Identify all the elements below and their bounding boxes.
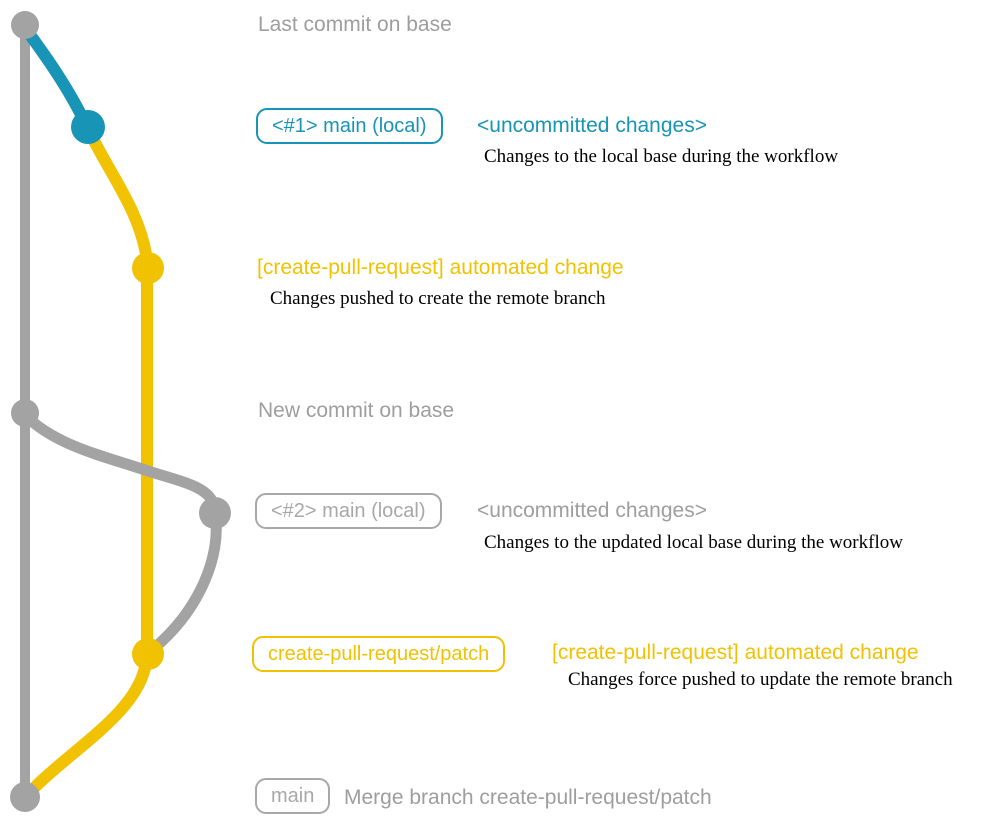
new-commit-on-base-label: New commit on base (258, 399, 455, 422)
merge-branch-label: Merge branch create-pull-request/patch (344, 786, 712, 809)
uncommitted-changes-1-title: <uncommitted changes> (477, 114, 707, 137)
commit-new-base (11, 399, 39, 427)
automated-change-1-title: [create-pull-request] automated change (257, 256, 624, 279)
uncommitted-changes-2-subtitle: Changes to the updated local base during… (484, 532, 903, 553)
local-change-1-edge (19, 22, 93, 133)
branch-badge-main-local-1: <#1> main (local) (256, 108, 443, 144)
automated-change-1-subtitle: Changes pushed to create the remote bran… (270, 288, 606, 309)
branch-badge-main: main (255, 778, 331, 814)
last-commit-on-base-label: Last commit on base (258, 13, 452, 36)
commit-merge (10, 782, 40, 812)
commit-automated-1 (132, 252, 164, 284)
commit-local-2 (199, 497, 231, 529)
uncommitted-changes-2-title: <uncommitted changes> (477, 499, 707, 522)
automated-change-2-subtitle: Changes force pushed to update the remot… (568, 669, 953, 690)
commit-local-1 (71, 110, 105, 144)
branch-badge-create-pull-request-patch: create-pull-request/patch (252, 636, 506, 672)
uncommitted-changes-1-subtitle: Changes to the local base during the wor… (484, 146, 839, 167)
rebase-update-edge (19, 409, 222, 656)
commit-last-base (11, 11, 39, 39)
commit-automated-2 (132, 638, 164, 670)
branch-badge-main-local-2: <#2> main (local) (255, 493, 442, 529)
automated-change-2-title: [create-pull-request] automated change (552, 641, 919, 664)
merge-into-base-edge (21, 648, 153, 801)
automated-change-1-edge (81, 121, 153, 660)
